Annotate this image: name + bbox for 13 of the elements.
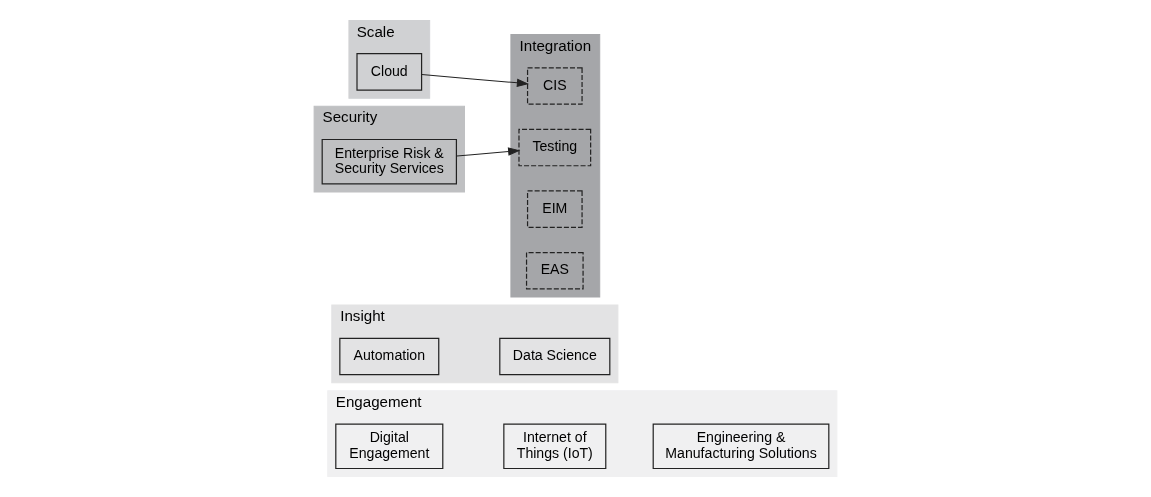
node-box: EAS [525,251,584,290]
arrow [421,74,530,88]
node-box: EIM [526,190,583,228]
node-box: Engineering & Manufacturing Solutions [652,423,830,470]
node-box: Enterprise Risk & Security Services [321,138,457,185]
node-box: Cloud [356,53,423,91]
node-box: Automation [339,337,440,376]
node-box: Testing [518,128,592,167]
node-box: Internet of Things (IoT) [503,423,607,470]
node-box: Digital Engagement [335,423,444,470]
node-box: Data Science [499,337,611,376]
node-box: CIS [526,67,583,105]
arrow [456,147,521,157]
